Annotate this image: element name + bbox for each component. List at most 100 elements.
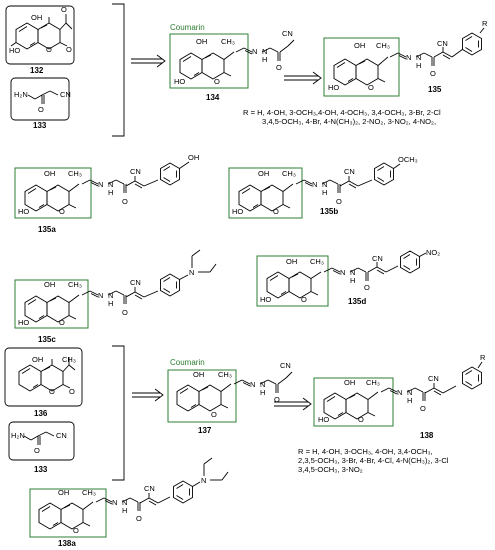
label-n: N — [322, 180, 327, 189]
label-n: N — [201, 476, 206, 485]
label-h: H — [260, 388, 265, 397]
label-o: O — [368, 83, 374, 92]
label-o: O — [34, 446, 40, 455]
label-n: N — [98, 291, 103, 300]
label-n: N — [406, 53, 411, 62]
box-133 — [10, 77, 70, 121]
label-o: O — [214, 77, 220, 86]
compound-136: 136 — [34, 409, 48, 418]
label-n: N — [250, 380, 255, 389]
label-cn: CN — [60, 90, 71, 99]
label-ho: HO — [18, 207, 29, 216]
label-ho: HO — [174, 77, 185, 86]
compound-135d: 135d — [348, 297, 366, 306]
coumarin-highlight-135c — [14, 279, 89, 329]
coumarin-tag-top: Coumarin — [170, 23, 205, 32]
label-ho: HO — [9, 46, 20, 55]
label-ho: HO — [328, 83, 339, 92]
label-h: H — [407, 396, 412, 405]
bracket-bottom — [112, 345, 125, 481]
label-n: N — [189, 268, 194, 277]
label-cn: CN — [56, 431, 67, 440]
label-ho: HO — [318, 415, 329, 424]
label-ho: HO — [232, 207, 243, 216]
label-h: H — [122, 506, 127, 515]
label-o: O — [358, 415, 364, 424]
label-oh: OH — [196, 37, 207, 46]
label-h: H — [322, 188, 327, 197]
label-o: O — [420, 404, 426, 413]
label-n: N — [260, 380, 265, 389]
label-cn: CN — [280, 361, 291, 370]
label-ch3: CH₃ — [366, 378, 380, 387]
label-oh: OH — [32, 355, 43, 364]
r-groups-135-line1: R = H, 4-OH, 3-OCH₃,4-OH, 4-OCH₃, 3,4-OC… — [243, 108, 441, 117]
coumarin-highlight-138a — [29, 488, 107, 538]
label-o: O — [211, 410, 217, 419]
bracket-top — [112, 3, 125, 137]
label-o: O — [276, 63, 282, 72]
label-oh: OH — [193, 370, 204, 379]
label-n: N — [340, 268, 345, 277]
coumarin-highlight-134 — [169, 33, 249, 89]
label-o: O — [122, 197, 128, 206]
coumarin-highlight-135a — [14, 167, 92, 219]
compound-138a: 138a — [58, 539, 76, 548]
label-o: O — [66, 45, 72, 54]
label-cn: CN — [130, 167, 141, 176]
label-oh: OH — [344, 378, 355, 387]
label-h: H — [108, 299, 113, 308]
label-o: O — [273, 207, 279, 216]
compound-135: 135 — [428, 85, 442, 94]
label-o: O — [61, 5, 67, 14]
r-groups-138-line1: R = H, 4-OH, 3-OCH₃, 4-OH, 3,4-OCH₃, — [298, 447, 433, 456]
label-ch3: CH₃ — [68, 280, 82, 289]
label-oh: OH — [44, 280, 55, 289]
label-no2: NO₂ — [426, 248, 440, 257]
label-cn: CN — [144, 484, 155, 493]
label-cn: CN — [372, 254, 383, 263]
label-o: O — [49, 387, 55, 396]
label-n: N — [252, 47, 257, 56]
label-o: O — [59, 207, 65, 216]
label-h: H — [262, 55, 267, 64]
compound-138: 138 — [420, 431, 434, 440]
box-136 — [4, 347, 83, 407]
label-ch3: CH₃ — [62, 355, 76, 364]
label-cn: CN — [344, 167, 355, 176]
label-o: O — [38, 105, 44, 114]
label-n: N — [108, 180, 113, 189]
label-oh: OH — [58, 488, 69, 497]
label-r: R — [480, 353, 486, 362]
label-h2n: H₂N — [11, 431, 25, 440]
label-oh: OH — [31, 13, 42, 22]
label-ch3: CH₃ — [82, 488, 96, 497]
r-groups-138-line2: 2,3,5-OCH₃, 3-Br, 4-Br, 4-Cl, 4-N(CH₃)₂,… — [298, 456, 449, 465]
label-oh: OH — [258, 169, 269, 178]
label-r: R — [482, 19, 488, 28]
label-oh: OH — [188, 153, 199, 162]
label-o: O — [336, 197, 342, 206]
coumarin-highlight-135 — [323, 37, 400, 97]
label-cn: CN — [428, 374, 439, 383]
label-h: H — [416, 61, 421, 70]
label-ho: HO — [18, 318, 29, 327]
label-ch3: CH₃ — [310, 257, 324, 266]
label-o: O — [430, 69, 436, 78]
compound-133: 133 — [33, 121, 47, 130]
label-n: N — [407, 388, 412, 397]
label-ch3: CH₃ — [68, 169, 82, 178]
label-o: O — [301, 295, 307, 304]
compound-135b: 135b — [320, 207, 338, 216]
label-n: N — [262, 47, 267, 56]
label-o: O — [122, 308, 128, 317]
label-o: O — [73, 526, 79, 535]
label-cn: CN — [282, 29, 293, 38]
label-cn: CN — [437, 39, 448, 48]
label-h: H — [108, 188, 113, 197]
label-ch3: CH₃ — [282, 169, 296, 178]
compound-135a: 135a — [38, 225, 56, 234]
label-n: N — [122, 498, 127, 507]
label-o: O — [46, 45, 52, 54]
box-132 — [5, 5, 75, 65]
